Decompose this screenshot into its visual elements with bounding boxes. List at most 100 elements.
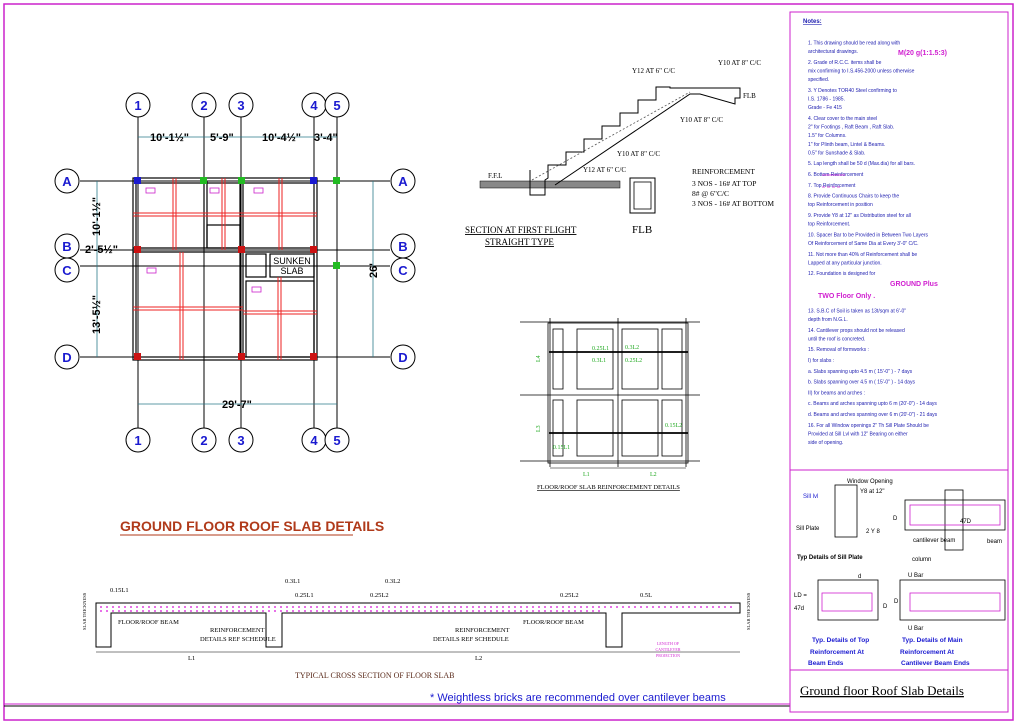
sr-label-l1: L1 — [583, 472, 590, 478]
stair-label-1: Y12 AT 6" C/C — [632, 67, 675, 75]
note-line: Provided at Sill Lvl with 12" Bearing on… — [808, 431, 908, 437]
note-line: Grade - Fe 415 — [808, 105, 842, 111]
note-line: I) for slabs : — [808, 358, 834, 364]
detail-d3: D — [894, 599, 899, 605]
bubble-3: 3 — [237, 98, 244, 113]
note-line: 16. For all Window openings 2" Th Sill P… — [808, 423, 929, 429]
detail-47d: 47D — [960, 519, 972, 525]
reinf-line-1: 3 NOS - 16# AT TOP — [692, 179, 756, 188]
dim-left-1: 10'-1½" — [91, 197, 103, 236]
cs-dim-4: 0.25L1 — [295, 592, 314, 599]
reinf-line-3: 3 NOS - 16# AT BOTTOM — [692, 199, 774, 208]
note-line: 0.5" for Sunshade & Slab. — [808, 150, 865, 156]
detail-sill-plate: Sill Plate — [796, 526, 820, 532]
sunken-slab-label: SUNKEN — [273, 256, 311, 266]
sr-label-2: 0.3L2 — [625, 345, 639, 351]
stair-label-ffl: F.F.L — [488, 172, 502, 180]
flb-section: FLB REINFORCEMENT 3 NOS - 16# AT TOP 8# … — [629, 167, 774, 236]
detail-window-opening: Window Opening — [847, 479, 893, 485]
note-line: 7. Top Reinforcement — [808, 183, 856, 189]
cs-reinf-label-2b: DETAILS REF SCHEDULE — [433, 636, 509, 643]
reinf-line-2: 8# @ 6"C/C — [692, 189, 729, 198]
dim-left-3: 13'-5½" — [91, 295, 103, 334]
cs-cantilever-3: PROJECTION — [656, 653, 680, 658]
cs-slab-thickness-1: SLAB THICKNESS — [82, 592, 87, 630]
detail-main-title-1: Typ. Details of Main — [902, 637, 963, 644]
note-line: I.S. 1786 - 1985. — [808, 97, 845, 103]
cs-slab-thickness-2: SLAB THICKNESS — [746, 592, 751, 630]
note-line: 11. Not more than 40% of Reinforcement s… — [808, 252, 917, 258]
cs-dim-3: 0.3L2 — [385, 578, 400, 585]
sr-label-6: 0.15L2 — [665, 423, 682, 429]
cs-beam-label-2: FLOOR/ROOF BEAM — [523, 619, 584, 626]
title-block — [789, 669, 1009, 713]
note-line: 13. S.B.C of Soil is taken as 13t/sqm at… — [808, 308, 906, 314]
dim-top-3: 10'-4½" — [262, 132, 301, 144]
note-line: 15. Removal of formworks : — [808, 347, 869, 353]
note-line: 1.5" for Columns. — [808, 133, 846, 139]
note-line: a. Slabs spanning upto 4.5 m ( 15'-0" ) … — [808, 369, 913, 375]
note-line: 12. Foundation is designed for — [808, 271, 876, 277]
note-line: depth from N.G.L. — [808, 317, 848, 323]
grid-bubbles-right: A B C D — [390, 168, 416, 370]
detail-top-title-1: Typ. Details of Top — [812, 637, 869, 644]
note-line: 5. Lap length shall be 50 d (Max.dia) fo… — [808, 161, 915, 167]
bubble-d-right: D — [398, 350, 407, 365]
bubble-1-bottom: 1 — [134, 433, 141, 448]
bubble-5: 5 — [333, 98, 340, 113]
detail-ubar-bottom: U Bar — [908, 626, 923, 632]
grid-bubbles-left: A B C D — [54, 168, 80, 370]
detail-cantilever-beam: cantilever beam — [913, 538, 955, 544]
floor-plan: SUNKEN SLAB 10'-1½" 5'-9" 10'-4½" 3'-4" … — [54, 92, 416, 453]
cs-dim-1: 0.15L1 — [110, 587, 129, 594]
plan-title: GROUND FLOOR ROOF SLAB DETAILS — [120, 518, 384, 534]
note-line: top Reinforcement in position — [808, 202, 873, 208]
grid-bubbles-bottom: 1 2 3 4 5 — [125, 427, 350, 453]
note-line: 14. Cantilever props should not be relea… — [808, 328, 905, 334]
grid-bubbles-top: 1 2 3 4 5 — [125, 92, 350, 118]
cs-dim-5: 0.25L2 — [370, 592, 389, 599]
notes: Notes: 1. This drawing should be read al… — [803, 19, 947, 446]
cs-cantilever-2: CANTILEVER — [655, 647, 680, 652]
note-line: 9. Provide Y8 at 12" as Distribution ste… — [808, 213, 911, 219]
dim-right: 26' — [368, 263, 380, 278]
bubble-c-right: C — [398, 263, 408, 278]
note-line: Lapped at any particular junction. — [808, 260, 882, 266]
footnote: * Weightless bricks are recommended over… — [430, 692, 726, 704]
detail-top-title-3: Beam Ends — [808, 660, 844, 667]
detail-column: column — [912, 557, 931, 563]
detail-d2: D — [883, 604, 888, 610]
stair-label-2: Y10 AT 8" C/C — [718, 59, 761, 67]
stair-title-1: SECTION AT FIRST FLIGHT — [465, 225, 577, 235]
cs-dim-2: 0.3L1 — [285, 578, 300, 585]
note-line: 3. Y Denotes TOR40 Steel confirming to — [808, 88, 897, 94]
detail-sill-lvl: Sill lvl — [803, 494, 818, 500]
note-line: 4. Clear cover to the main steel — [808, 116, 877, 122]
notes-mix: M(20 g(1:1.5:3) — [898, 50, 947, 57]
sr-label-5: 0.15L1 — [553, 445, 570, 451]
note-line: architectural drawings. — [808, 49, 858, 55]
note-line: mix confirming to I.S.456-2000 unless ot… — [808, 69, 915, 75]
note-line: 1. This drawing should be read along wit… — [808, 41, 900, 47]
detail-47d-small: 47d — [794, 606, 804, 612]
reinf-heading: REINFORCEMENT — [692, 167, 755, 176]
notes-ground-plus: GROUND Plus — [890, 281, 938, 288]
stair-section: Y12 AT 6" C/C Y10 AT 8" C/C FLB Y10 AT 8… — [465, 59, 761, 247]
cs-beam-label-1: FLOOR/ROOF BEAM — [118, 619, 179, 626]
detail-main-title-2: Reinforcement At — [900, 649, 955, 656]
dim-bottom: 29'-7" — [222, 399, 252, 411]
note-line: 10. Spacer Bar to be Provided in Between… — [808, 232, 928, 238]
sr-label-l2: L2 — [650, 472, 657, 478]
cross-section: 0.15L1 0.3L1 0.3L2 0.25L1 0.25L2 0.25L2 … — [82, 578, 751, 680]
cs-dim-6: 0.25L2 — [560, 592, 579, 599]
bubble-a-right: A — [398, 174, 408, 189]
sr-label-3: 0.3L1 — [592, 358, 606, 364]
note-line: b. Slabs spanning over 4.5 m ( 15'-0" ) … — [808, 380, 915, 386]
stair-label-3: Y10 AT 8" C/C — [680, 116, 723, 124]
cs-cantilever-1: LENGTH OF — [657, 641, 680, 646]
cs-dim-l1: L1 — [188, 655, 195, 662]
sheet-border — [3, 3, 1014, 721]
bubble-4: 4 — [310, 98, 318, 113]
sunken-slab-label-2: SLAB — [280, 266, 303, 276]
